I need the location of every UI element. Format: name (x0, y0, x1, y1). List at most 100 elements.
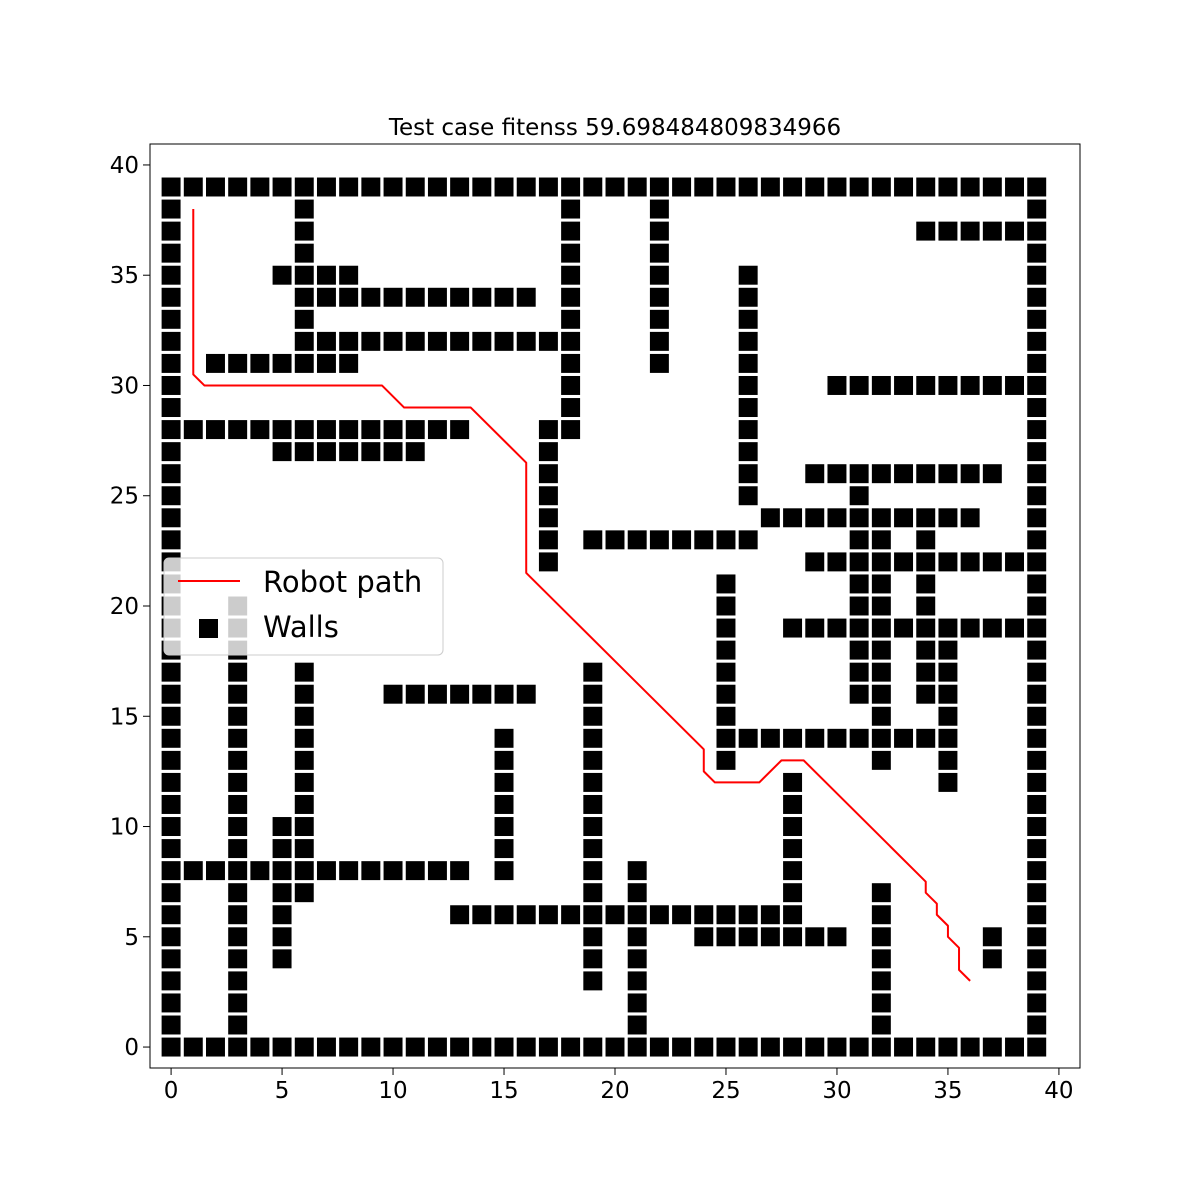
wall-square (960, 552, 980, 572)
wall-square (1027, 287, 1047, 307)
wall-square (916, 221, 936, 241)
wall-square (849, 618, 869, 638)
wall-square (982, 552, 1002, 572)
wall-square (738, 728, 758, 748)
wall-square (805, 728, 825, 748)
wall-square (716, 530, 736, 550)
wall-square (316, 353, 336, 373)
wall-square (894, 552, 914, 572)
wall-square (849, 596, 869, 616)
wall-square (1027, 464, 1047, 484)
wall-square (1005, 177, 1025, 197)
wall-square (649, 309, 669, 329)
wall-square (738, 420, 758, 440)
wall-square (161, 927, 181, 947)
wall-square (538, 552, 558, 572)
wall-square (716, 574, 736, 594)
wall-square (871, 949, 891, 969)
wall-square (694, 177, 714, 197)
wall-square (716, 662, 736, 682)
wall-square (960, 464, 980, 484)
wall-square (383, 331, 403, 351)
wall-square (427, 1037, 447, 1057)
wall-square (161, 375, 181, 395)
wall-square (472, 1037, 492, 1057)
wall-square (894, 1037, 914, 1057)
wall-square (760, 905, 780, 925)
wall-square (561, 375, 581, 395)
wall-square (827, 552, 847, 572)
wall-square (627, 1015, 647, 1035)
wall-square (583, 971, 603, 991)
wall-square (827, 1037, 847, 1057)
wall-square (294, 353, 314, 373)
wall-square (516, 287, 536, 307)
wall-square (538, 420, 558, 440)
wall-square (339, 287, 359, 307)
x-tick-label: 25 (711, 1078, 740, 1104)
wall-square (294, 287, 314, 307)
wall-square (383, 684, 403, 704)
wall-square (494, 177, 514, 197)
wall-square (228, 1037, 248, 1057)
wall-square (938, 750, 958, 770)
wall-square (294, 817, 314, 837)
wall-square (982, 949, 1002, 969)
wall-square (583, 750, 603, 770)
wall-square (161, 265, 181, 285)
wall-square (316, 177, 336, 197)
wall-square (316, 861, 336, 881)
wall-square (738, 486, 758, 506)
wall-square (272, 839, 292, 859)
wall-square (805, 464, 825, 484)
wall-square (783, 905, 803, 925)
wall-square (627, 905, 647, 925)
wall-square (383, 1037, 403, 1057)
wall-square (228, 772, 248, 792)
wall-square (250, 353, 270, 373)
wall-square (161, 331, 181, 351)
wall-square (161, 750, 181, 770)
wall-square (538, 508, 558, 528)
wall-square (827, 177, 847, 197)
wall-square (916, 1037, 936, 1057)
wall-square (427, 684, 447, 704)
wall-square (316, 1037, 336, 1057)
wall-square (1027, 442, 1047, 462)
wall-square (294, 794, 314, 814)
wall-square (1027, 839, 1047, 859)
wall-square (538, 1037, 558, 1057)
wall-square (250, 1037, 270, 1057)
wall-square (294, 883, 314, 903)
wall-square (161, 442, 181, 462)
wall-square (450, 861, 470, 881)
wall-square (383, 287, 403, 307)
wall-square (161, 839, 181, 859)
wall-square (627, 530, 647, 550)
y-tick-label: 40 (110, 153, 139, 179)
wall-square (627, 927, 647, 947)
wall-square (538, 464, 558, 484)
wall-square (960, 508, 980, 528)
wall-square (494, 728, 514, 748)
wall-square (783, 728, 803, 748)
wall-square (783, 772, 803, 792)
wall-square (960, 375, 980, 395)
wall-square (871, 706, 891, 726)
wall-square (405, 420, 425, 440)
wall-square (161, 861, 181, 881)
wall-square (783, 883, 803, 903)
wall-square (938, 662, 958, 682)
wall-square (494, 817, 514, 837)
wall-square (1027, 596, 1047, 616)
wall-square (783, 817, 803, 837)
y-tick-label: 30 (110, 373, 139, 399)
wall-square (494, 684, 514, 704)
y-tick-label: 0 (124, 1035, 139, 1061)
wall-square (1027, 927, 1047, 947)
wall-square (161, 309, 181, 329)
wall-square (982, 375, 1002, 395)
wall-square (938, 684, 958, 704)
wall-square (494, 750, 514, 770)
